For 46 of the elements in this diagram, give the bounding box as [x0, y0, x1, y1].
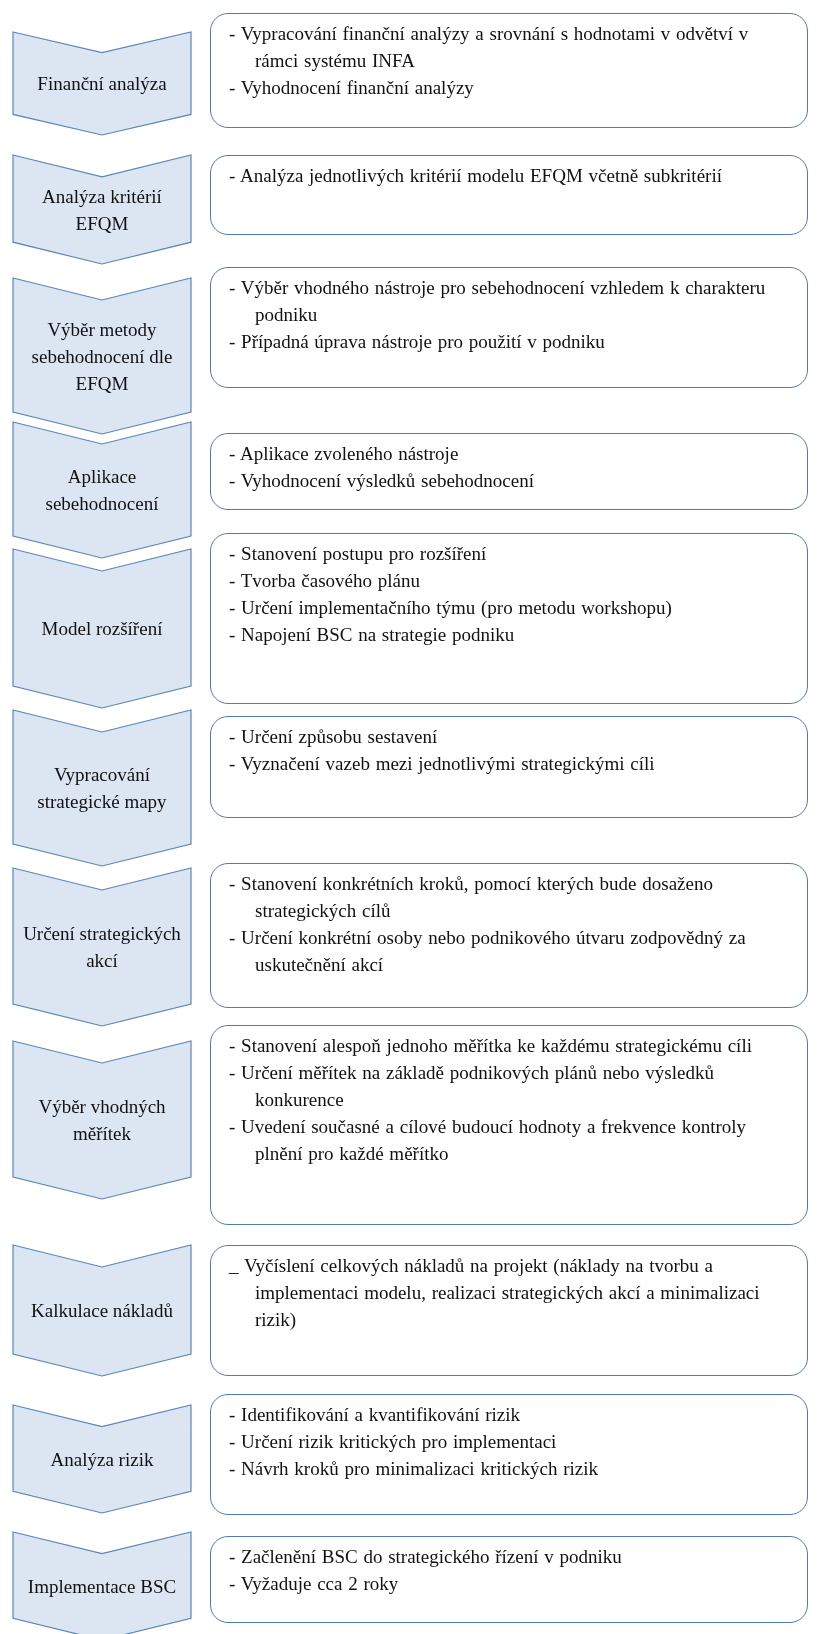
- list-item: - Návrh kroků pro minimalizaci kritických rizik: [228, 1457, 599, 1481]
- list-item: - Analýza jednotlivých kritérií modelu EFQM včetně subkritérií: [228, 164, 723, 188]
- step-label: Model rozšíření: [40, 617, 164, 641]
- step-label: Finanční analýza: [36, 72, 168, 96]
- step-label: Výběr metody sebehodnocení dle EFQM: [30, 317, 174, 396]
- description-box: [210, 267, 808, 388]
- step-label: Analýza kritérií EFQM: [41, 184, 163, 236]
- description-box: [210, 433, 808, 510]
- list-item: - Určení konkrétní osoby nebo podnikového útvaru zodpovědný za uskutečnění akcí: [228, 926, 747, 977]
- list-item: - Vyžaduje cca 2 roky: [228, 1572, 400, 1596]
- description-box: [210, 13, 808, 128]
- description-box: [210, 863, 808, 1008]
- list-item: - Případná úprava nástroje pro použití v podniku: [228, 330, 606, 354]
- list-item: - Určení rizik kritických pro implementaci: [228, 1430, 558, 1454]
- list-item: - Vyhodnocení výsledků sebehodnocení: [228, 469, 535, 493]
- step-label: Určení strategických akcí: [22, 922, 182, 973]
- description-box: [210, 1536, 808, 1623]
- list-item: - Uvedení současné a cílové budoucí hodnoty a frekvence kontroly plnění pro každé měřítko: [228, 1115, 748, 1166]
- description-box: [210, 1394, 808, 1515]
- step-label: Výběr vhodných měřítek: [37, 1095, 167, 1146]
- list-item: - Určení implementačního týmu (pro metodu workshopu): [228, 596, 673, 620]
- description-box: [210, 716, 808, 818]
- list-item: - Stanovení konkrétních kroků, pomocí kterých bude dosaženo strategických cílů: [228, 872, 714, 923]
- list-item: - Vypracování finanční analýzy a srovnání s hodnotami v odvětví v rámci systému INFA: [228, 22, 750, 73]
- step-label: Analýza rizik: [49, 1447, 155, 1472]
- list-item: _ Vyčíslení celkových nákladů na projekt (náklady na tvorbu a implementaci modelu, realizaci strategických akcí a minimalizaci rizik): [228, 1254, 761, 1332]
- description-box: [210, 1025, 808, 1225]
- list-item: - Určení měřítek na základě podnikových plánů nebo výsledků konkurence: [228, 1061, 715, 1112]
- step-label: Implementace BSC: [26, 1574, 178, 1599]
- description-box: [210, 533, 808, 704]
- list-item: - Aplikace zvoleného nástroje: [228, 442, 460, 466]
- list-item: - Tvorba časového plánu: [228, 569, 421, 593]
- list-item: - Identifikování a kvantifikování rizik: [228, 1403, 522, 1427]
- step-label: Aplikace sebehodnocení: [44, 465, 160, 516]
- list-item: - Určení způsobu sestavení: [228, 725, 439, 749]
- list-item: - Vyznačení vazeb mezi jednotlivými strategickými cíli: [228, 752, 656, 776]
- list-item: - Stanovení postupu pro rozšíření: [228, 542, 488, 566]
- list-item: - Výběr vhodného nástroje pro sebehodnocení vzhledem k charakteru podniku: [228, 276, 767, 327]
- description-box: [210, 1245, 808, 1376]
- list-item: - Vyhodnocení finanční analýzy: [228, 76, 475, 100]
- description-box: [210, 155, 808, 235]
- step-label: Kalkulace nákladů: [30, 1299, 174, 1323]
- list-item: - Začlenění BSC do strategického řízení v podniku: [228, 1545, 623, 1569]
- list-item: - Napojení BSC na strategie podniku: [228, 623, 516, 647]
- step-label: Vypracování strategické mapy: [36, 763, 168, 814]
- list-item: - Stanovení alespoň jednoho měřítka ke každému strategickému cíli: [228, 1034, 753, 1058]
